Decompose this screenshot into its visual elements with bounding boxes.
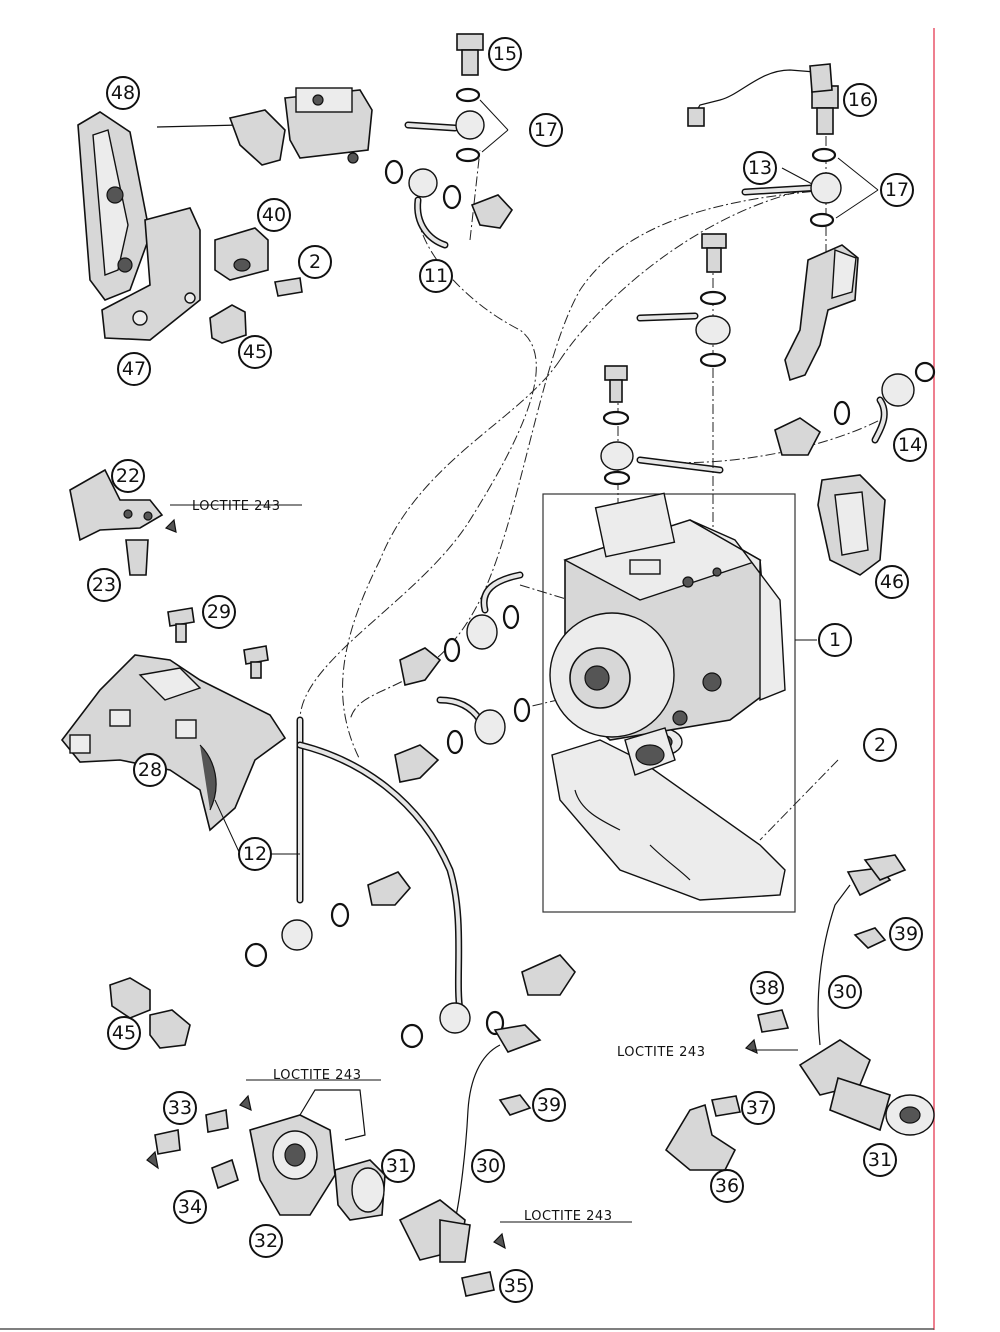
svg-text:31: 31 <box>386 1155 410 1177</box>
svg-text:17: 17 <box>534 119 558 141</box>
svg-text:31: 31 <box>868 1149 892 1171</box>
svg-text:15: 15 <box>493 43 517 65</box>
svg-text:45: 45 <box>243 341 267 363</box>
loctite-label-right: LOCTITE 243 <box>617 1045 705 1060</box>
callout-17-top: 17 <box>529 113 563 147</box>
svg-text:28: 28 <box>138 759 162 781</box>
callout-38: 38 <box>750 971 784 1005</box>
protective-cover-part-46 <box>817 474 886 576</box>
loctite-label-bottom: LOCTITE 243 <box>524 1209 612 1224</box>
callout-45-top: 45 <box>238 335 272 369</box>
loctite-labels: LOCTITE 243 LOCTITE 243 LOCTITE 243 LOCT… <box>192 499 705 1224</box>
svg-text:16: 16 <box>848 89 872 111</box>
svg-text:35: 35 <box>504 1275 528 1297</box>
bracket-part-22 <box>69 468 177 576</box>
handbrake-master-cylinder <box>156 87 373 166</box>
svg-text:30: 30 <box>833 981 857 1003</box>
callout-23: 23 <box>87 568 121 602</box>
svg-text:32: 32 <box>254 1230 278 1252</box>
rear-master-cylinder <box>784 244 859 382</box>
callout-39-right: 39 <box>889 917 923 951</box>
callout-15: 15 <box>488 37 522 71</box>
svg-text:47: 47 <box>122 358 146 380</box>
svg-text:33: 33 <box>168 1097 192 1119</box>
loctite-label-top: LOCTITE 243 <box>192 499 280 514</box>
clip-part-45-top <box>209 304 247 344</box>
svg-text:11: 11 <box>424 265 448 287</box>
callout-2-top: 2 <box>298 245 332 279</box>
callout-22: 22 <box>111 459 145 493</box>
svg-text:29: 29 <box>207 601 231 623</box>
bolt-part-29 <box>167 607 269 679</box>
callout-45-lower: 45 <box>107 1016 141 1050</box>
svg-text:39: 39 <box>537 1094 561 1116</box>
abs-modulator-unit <box>549 492 786 901</box>
svg-text:30: 30 <box>476 1155 500 1177</box>
brake-lines <box>296 121 888 1014</box>
clip-part-45-lower <box>109 977 191 1049</box>
svg-text:12: 12 <box>243 843 267 865</box>
callout-29: 29 <box>202 595 236 629</box>
foot-brake-pedal <box>77 111 201 341</box>
callout-16: 16 <box>843 83 877 117</box>
svg-text:23: 23 <box>92 574 116 596</box>
svg-text:34: 34 <box>178 1196 202 1218</box>
callout-28: 28 <box>133 753 167 787</box>
callout-46: 46 <box>875 565 909 599</box>
callout-32: 32 <box>249 1224 283 1258</box>
svg-text:17: 17 <box>885 179 909 201</box>
svg-text:13: 13 <box>748 157 772 179</box>
callout-36: 36 <box>710 1169 744 1203</box>
pressure-switch-part-16 <box>687 63 833 127</box>
svg-text:45: 45 <box>112 1022 136 1044</box>
callout-39-front: 39 <box>532 1088 566 1122</box>
svg-text:14: 14 <box>898 434 922 456</box>
callout-34: 34 <box>173 1190 207 1224</box>
clamp-part-40 <box>214 227 303 297</box>
loctite-label-middle: LOCTITE 243 <box>273 1068 361 1083</box>
svg-text:46: 46 <box>880 571 904 593</box>
callout-17-right: 17 <box>880 173 914 207</box>
svg-text:1: 1 <box>829 629 841 651</box>
sensor-bracket-part-28 <box>60 654 287 832</box>
svg-text:36: 36 <box>715 1175 739 1197</box>
callout-2-right: 2 <box>863 728 897 762</box>
svg-text:40: 40 <box>262 204 286 226</box>
callout-1: 1 <box>818 623 852 657</box>
banjo-fittings <box>244 33 936 1049</box>
svg-text:39: 39 <box>894 923 918 945</box>
svg-text:38: 38 <box>755 977 779 999</box>
svg-text:2: 2 <box>309 251 321 273</box>
callout-30-right: 30 <box>828 975 862 1009</box>
callout-12: 12 <box>238 837 272 871</box>
svg-text:37: 37 <box>746 1097 770 1119</box>
callout-13: 13 <box>743 151 777 185</box>
front-wheel-sensor <box>146 1024 542 1297</box>
callout-47: 47 <box>117 352 151 386</box>
bracket-part-36 <box>664 1095 741 1171</box>
svg-text:22: 22 <box>116 465 140 487</box>
callout-35: 35 <box>499 1269 533 1303</box>
svg-text:48: 48 <box>111 82 135 104</box>
callout-14: 14 <box>893 428 927 462</box>
abs-unit-frame <box>542 493 796 913</box>
callout-11: 11 <box>419 259 453 293</box>
svg-text:2: 2 <box>874 734 886 756</box>
callout-31-front: 31 <box>381 1149 415 1183</box>
callout-30-front: 30 <box>471 1149 505 1183</box>
rear-wheel-sensor <box>744 854 935 1136</box>
callout-40: 40 <box>257 198 291 232</box>
callout-33: 33 <box>163 1091 197 1125</box>
callout-31-right: 31 <box>863 1143 897 1177</box>
callout-37: 37 <box>741 1091 775 1125</box>
callout-48: 48 <box>106 76 140 110</box>
